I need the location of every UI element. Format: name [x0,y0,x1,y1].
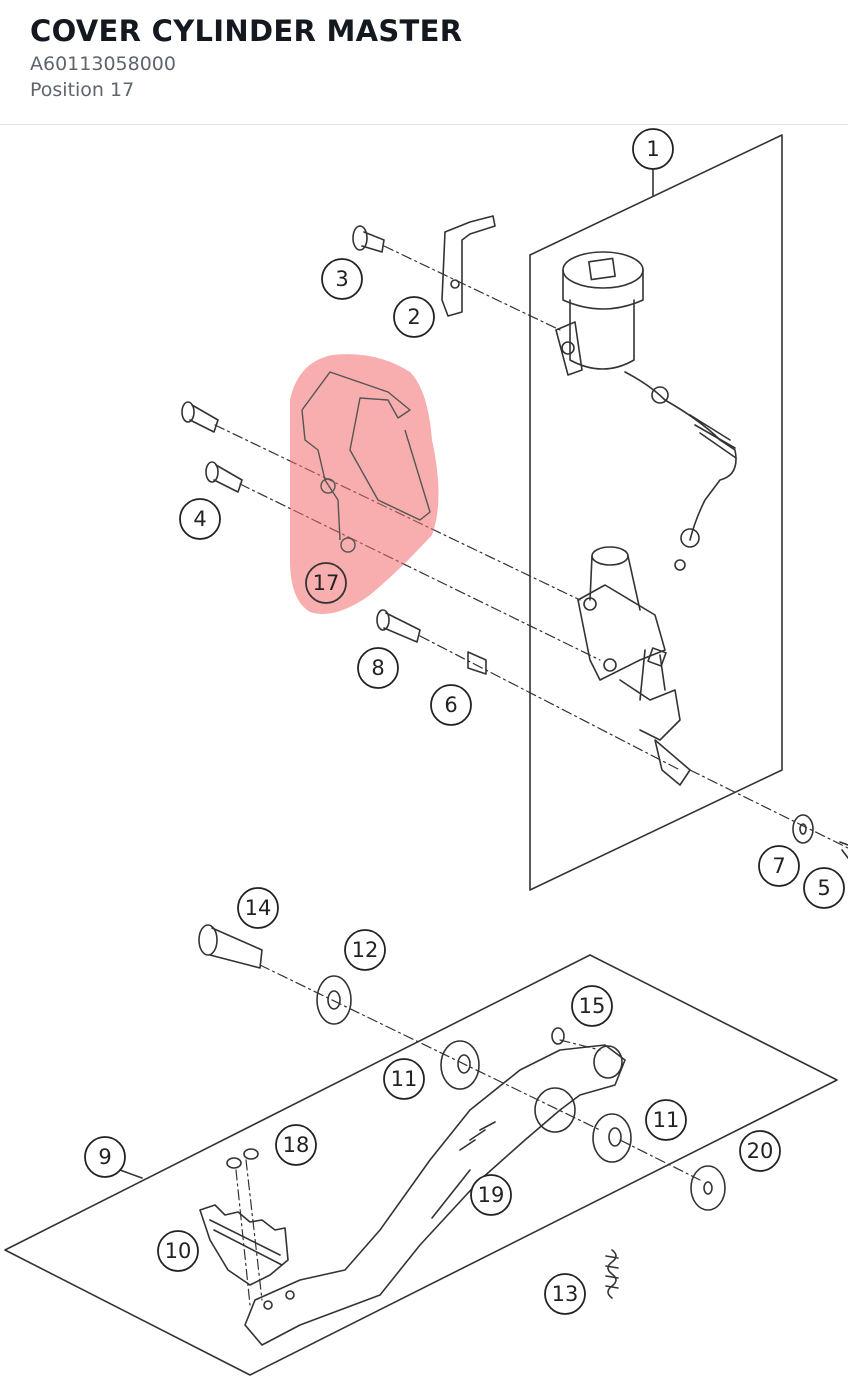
master-cylinder-panel [529,134,783,891]
bracket-part [441,215,496,317]
part-number: A60113058000 [30,53,176,75]
callout-5[interactable] [803,867,845,909]
callout-4[interactable] [179,498,221,540]
brake-pedal-lever [244,1044,626,1346]
callout-label: 5 [817,876,830,900]
callout-11a[interactable] [383,1058,425,1100]
callout-label: 11 [653,1108,680,1132]
callout-11b[interactable] [645,1099,687,1141]
callout-label: 11 [391,1067,418,1091]
brake-lever-panel [4,954,838,1376]
callout-13[interactable] [544,1273,586,1315]
callout-10[interactable] [157,1230,199,1272]
highlighted-part-17[interactable] [290,354,439,614]
callout-label: 15 [579,994,606,1018]
callout-label-highlighted: 17 [313,571,340,595]
part-header: COVER CYLINDER MASTER A60113058000 Posit… [0,0,848,125]
callout-label: 6 [444,693,457,717]
callout-18[interactable] [275,1124,317,1166]
callout-12[interactable] [344,929,386,971]
callout-19[interactable] [470,1174,512,1216]
callout-label: 2 [407,305,420,329]
callout-label: 20 [747,1139,774,1163]
callout-6[interactable] [430,684,472,726]
callout-label: 9 [98,1145,111,1169]
callout-label: 19 [478,1183,505,1207]
callout-label: 13 [552,1282,579,1306]
callout-8[interactable] [357,647,399,689]
callout-7[interactable] [758,845,800,887]
callout-label: 18 [283,1133,310,1157]
callout-15[interactable] [571,985,613,1027]
part-title: COVER CYLINDER MASTER [30,14,463,48]
callout-label: 7 [772,854,785,878]
callout-20[interactable] [739,1130,781,1172]
exploded-parts-diagram: 1 2 3 4 5 6 7 8 9 10 11 11 12 13 14 15 1… [0,126,848,1390]
part-position: Position 17 [30,79,135,101]
callout-label: 10 [165,1239,192,1263]
callout-3[interactable] [321,258,363,300]
callout-label: 4 [193,507,206,531]
callout-1[interactable] [632,128,674,170]
callout-label: 8 [371,656,384,680]
callout-9[interactable] [84,1136,126,1178]
callout-14[interactable] [237,887,279,929]
callout-label: 1 [646,137,659,161]
callout-label: 12 [352,938,379,962]
diagram-svg: 1 2 3 4 5 6 7 8 9 10 11 11 12 13 14 15 1… [4,128,848,1376]
callout-label: 3 [335,267,348,291]
part-17-highlight[interactable] [290,354,439,614]
callout-17[interactable] [305,562,347,604]
callout-label: 14 [245,896,272,920]
callout-2[interactable] [393,296,435,338]
